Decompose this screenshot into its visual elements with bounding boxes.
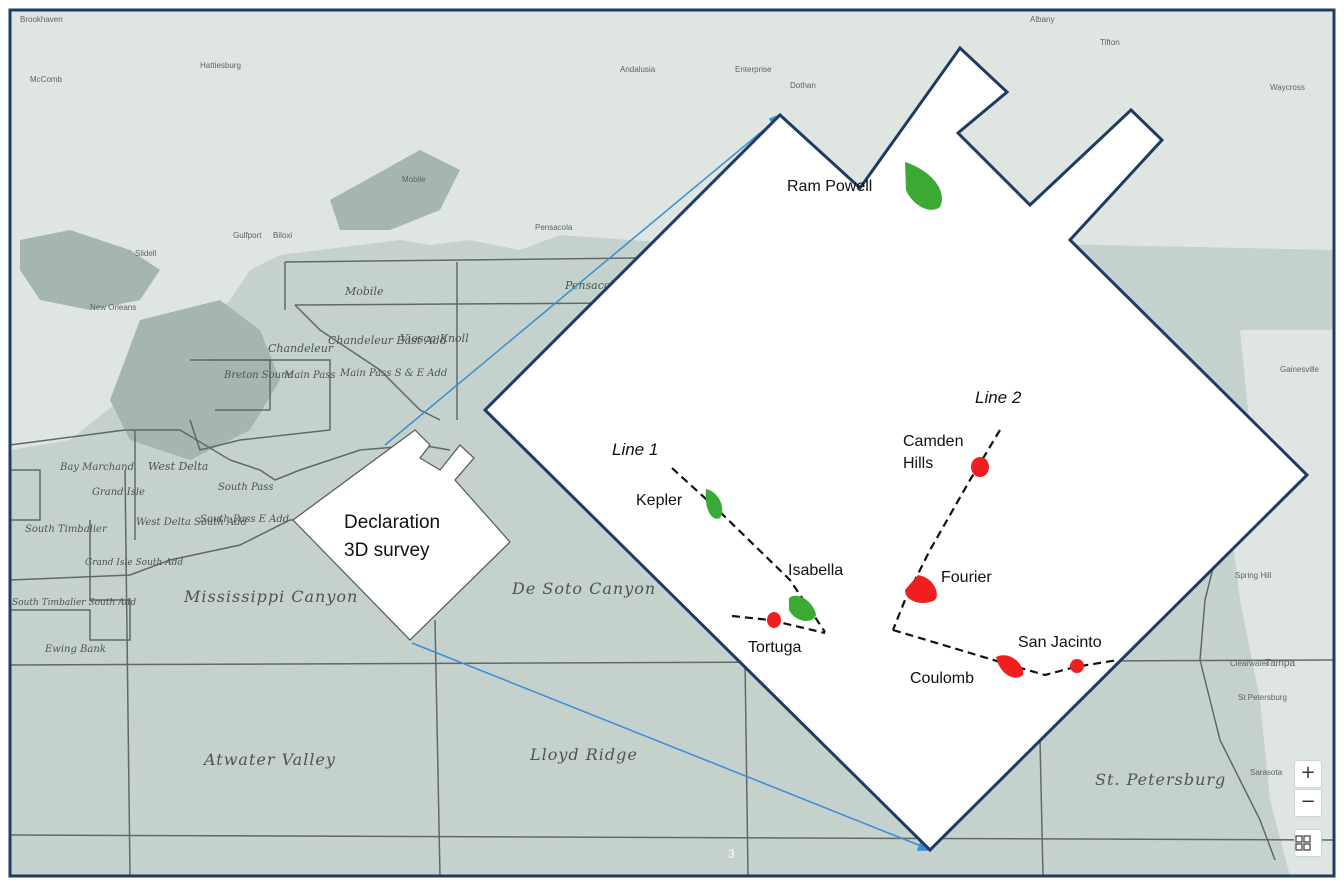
field-label: San Jacinto [1018,634,1102,651]
city-labels: Brookhaven McComb Hattiesburg Andalusia … [20,15,1320,777]
connector-arrow [411,642,927,849]
grid-line [10,520,131,641]
grid-line [744,659,749,877]
line-1-label: Line 1 [612,440,658,459]
field-shapes [705,162,1084,678]
zoom-out-button[interactable]: − [1294,789,1322,817]
delta-marsh [110,300,280,460]
area-label: South Pass E Add [200,514,289,525]
area-label: West Delta South Add [136,517,247,528]
line-1-path [671,467,826,633]
fourier-field[interactable] [905,575,937,603]
san-jacinto-field[interactable] [1070,659,1084,673]
survey-inset-panel [482,45,1310,853]
connector-arrow [384,117,779,446]
area-label: Breton Sound [223,370,294,381]
city-label: Sarasota [1250,768,1283,777]
field-label: Ram Powell [787,178,872,195]
area-label: Main Pass [283,370,336,381]
area-label: Chandeleur East Add [328,334,447,347]
page-number: 3 [728,847,735,861]
area-label: Main Pass S & E Add [339,368,447,379]
grid-line [9,834,1335,841]
city-label: Clearwater [1230,659,1269,668]
area-label: Grand Isle South Add [85,558,183,568]
area-label: South Timbalier [25,524,108,535]
area-label: St. Petersburg [1095,770,1226,789]
field-label: Tortuga [748,639,801,656]
city-label: Waycross [1270,83,1305,92]
field-label: Coulomb [910,670,974,687]
city-label: Gulfport [233,231,262,240]
grid-line [294,304,441,421]
field-label: Camden [903,433,963,450]
grid-line [189,359,331,451]
kepler-field[interactable] [705,489,723,519]
field-label: Fourier [941,569,992,586]
city-label: Pensacola [535,223,573,232]
city-label: Gainesville [1280,365,1320,374]
declaration-label-line1: Declaration [344,512,440,533]
field-labels: Ram Powell Camden Hills Kepler Isabella … [636,178,1102,687]
tortuga-field[interactable] [767,612,781,628]
city-label: Dothan [790,81,816,90]
area-label: Chandeleur [268,342,334,355]
map-border [8,8,1336,878]
city-label: Hattiesburg [200,61,241,70]
city-label: Tifton [1100,38,1120,47]
zoom-in-button[interactable]: + [1294,760,1322,788]
city-label: Spring Hill [1235,571,1272,580]
mobile-bay [330,150,460,230]
lake-pontchartrain [20,230,160,310]
grid-line [215,359,271,411]
coulomb-field[interactable] [996,655,1024,678]
area-label: Grand Isle [92,487,145,498]
city-label: Brookhaven [20,15,63,24]
declaration-label-line2: 3D survey [344,540,430,561]
camden-hills-field[interactable] [971,457,989,477]
grid-line [124,469,131,877]
area-label: Atwater Valley [202,750,336,769]
area-labels: Mobile Viosca Knoll Chandeleur Chandeleu… [12,279,1226,789]
area-label: Lloyd Ridge [529,745,638,764]
grid-view-icon[interactable] [1294,829,1322,857]
area-label: Mobile [344,285,384,298]
line-labels: Line 1 Line 2 [612,388,1022,459]
grid-icon [1295,835,1311,851]
grid-line [10,469,41,521]
field-label: Isabella [788,562,843,579]
area-label: De Soto Canyon [511,579,656,598]
city-label: Tampa [1265,658,1295,669]
area-label: Viosca Knoll [400,332,469,345]
city-label: Enterprise [735,65,772,74]
city-label: Slidell [135,249,157,258]
area-label: Mississippi Canyon [183,587,358,606]
declaration-survey-polygon[interactable] [292,429,511,641]
isabella-field[interactable] [789,595,816,622]
grid-line [284,257,641,263]
city-label: Albany [1030,15,1054,24]
area-label: South Pass [218,482,273,493]
area-label: South Timbalier South Add [12,598,136,608]
field-label: Hills [903,455,933,472]
grid-line [9,429,451,481]
city-label: St Petersburg [1238,693,1287,702]
grid-line [434,619,441,877]
area-label: Bay Marchand [59,462,134,473]
city-label: New Orleans [90,303,136,312]
area-label: West Delta [148,460,208,473]
city-label: Andalusia [620,65,656,74]
ram-powell-field[interactable] [905,162,942,210]
area-label: Ewing Bank [44,644,106,655]
field-label: Kepler [636,492,683,509]
city-label: McComb [30,75,63,84]
city-label: Mobile [402,175,426,184]
grid-line [1199,559,1276,861]
city-label: Biloxi [273,231,292,240]
grid-line [1039,739,1044,877]
line-2-label: Line 2 [975,388,1022,407]
